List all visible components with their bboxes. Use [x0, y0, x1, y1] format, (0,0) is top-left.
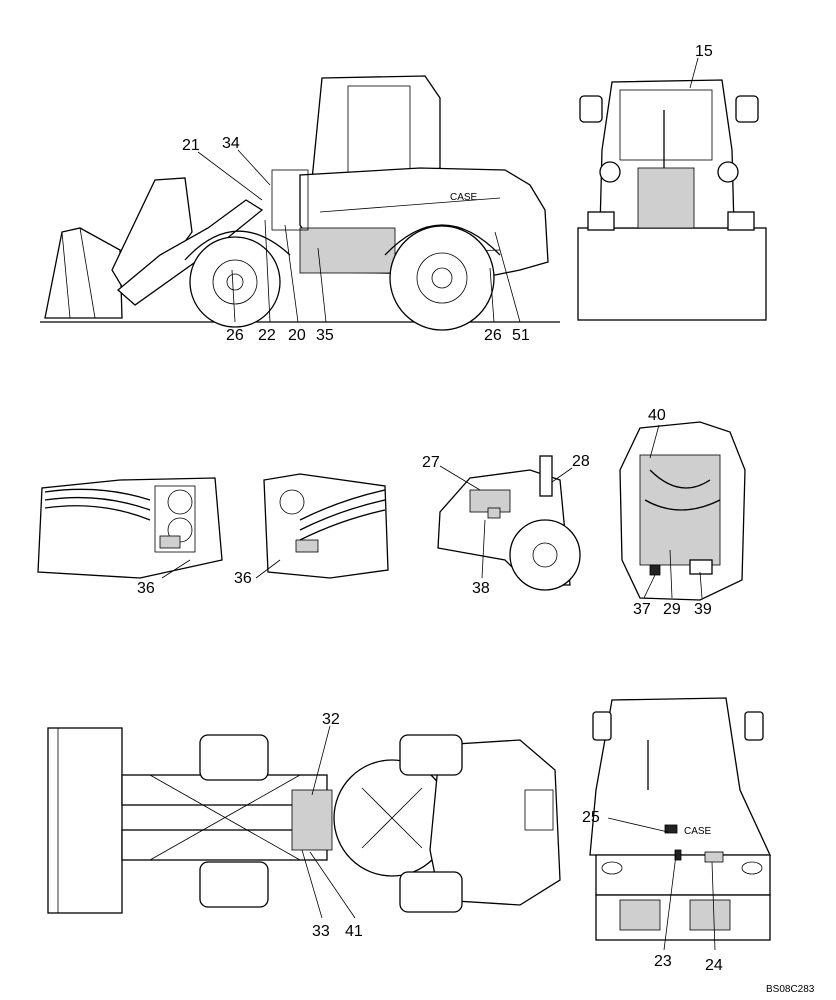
callout-29: 29 — [663, 601, 681, 618]
callout-27: 27 — [422, 454, 440, 471]
callout-28: 28 — [572, 453, 590, 470]
callout-36-left: 36 — [137, 580, 155, 597]
side-view-loader: CASE — [40, 75, 560, 331]
callout-24: 24 — [705, 957, 723, 974]
detail-view-loader-arm-right — [263, 473, 389, 579]
svg-text:CASE: CASE — [450, 192, 478, 203]
callout-51: 51 — [512, 327, 530, 344]
callout-37: 37 — [633, 601, 651, 618]
top-view-loader — [47, 727, 561, 914]
rear-view-loader: CASE — [589, 697, 772, 941]
callout-21: 21 — [182, 137, 200, 154]
callout-26-rear: 26 — [484, 327, 502, 344]
callout-39: 39 — [694, 601, 712, 618]
callout-32: 32 — [322, 711, 340, 728]
callout-26-front: 26 — [226, 327, 244, 344]
callout-38: 38 — [472, 580, 490, 597]
callout-15: 15 — [695, 43, 713, 60]
callout-25: 25 — [582, 809, 600, 826]
detail-view-loader-arm-left — [37, 477, 223, 579]
detail-view-engine-compartment — [619, 421, 746, 601]
callout-20: 20 — [288, 327, 306, 344]
callout-40: 40 — [648, 407, 666, 424]
detail-view-rear-fender — [437, 455, 581, 591]
callout-22: 22 — [258, 327, 276, 344]
callout-34: 34 — [222, 135, 240, 152]
callout-35: 35 — [316, 327, 334, 344]
leader-lines — [161, 57, 716, 951]
svg-text:CASE: CASE — [684, 826, 712, 837]
callout-23: 23 — [654, 953, 672, 970]
front-view-loader — [577, 79, 767, 321]
drawing-code: BS08C283 — [766, 984, 815, 995]
callout-36-right: 36 — [234, 570, 252, 587]
callout-41: 41 — [345, 923, 363, 940]
callout-33: 33 — [312, 923, 330, 940]
